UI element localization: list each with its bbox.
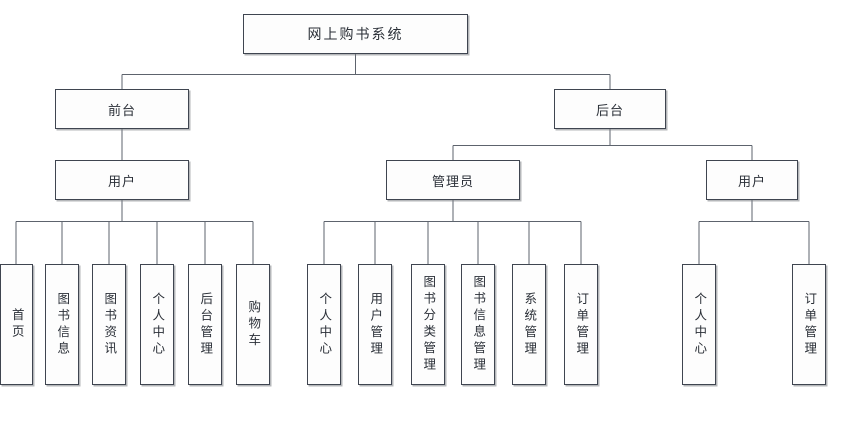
leaf-label: 系统管理: [522, 291, 538, 358]
leaf-label: 订单管理: [802, 291, 818, 358]
leaf-node[interactable]: 购物车: [236, 264, 270, 385]
leaf-node[interactable]: 首页: [0, 264, 33, 385]
node-administrator[interactable]: 管理员: [386, 160, 520, 200]
leaf-label: 个人中心: [150, 291, 166, 358]
leaf-node[interactable]: 图书资讯: [92, 264, 126, 385]
leaf-node[interactable]: 订单管理: [792, 264, 826, 385]
leaf-node[interactable]: 图书分类管理: [411, 264, 445, 385]
leaf-node[interactable]: 个人中心: [140, 264, 174, 385]
leaf-node[interactable]: 订单管理: [564, 264, 598, 385]
node-frontend-user[interactable]: 用户: [55, 160, 189, 200]
leaf-node[interactable]: 系统管理: [512, 264, 546, 385]
leaf-node[interactable]: 用户管理: [358, 264, 392, 385]
leaf-label: 用户管理: [368, 291, 384, 358]
leaf-label: 个人中心: [317, 291, 333, 358]
leaf-label: 购物车: [246, 299, 262, 350]
leaf-label: 个人中心: [692, 291, 708, 358]
leaf-label: 图书信息管理: [471, 275, 487, 374]
leaf-label: 图书信息: [55, 291, 71, 358]
leaf-label: 图书分类管理: [421, 275, 437, 374]
leaf-node[interactable]: 后台管理: [188, 264, 222, 385]
leaf-label: 首页: [9, 308, 25, 341]
leaf-node[interactable]: 个人中心: [307, 264, 341, 385]
node-root[interactable]: 网上购书系统: [243, 14, 468, 54]
node-backend-user[interactable]: 用户: [706, 160, 798, 200]
leaf-label: 图书资讯: [102, 291, 118, 358]
leaf-node[interactable]: 图书信息管理: [461, 264, 495, 385]
leaf-label: 后台管理: [198, 291, 214, 358]
node-backend[interactable]: 后台: [554, 89, 666, 129]
node-frontend[interactable]: 前台: [55, 89, 189, 129]
leaf-label: 订单管理: [574, 291, 590, 358]
leaf-node[interactable]: 个人中心: [682, 264, 716, 385]
leaf-node[interactable]: 图书信息: [45, 264, 79, 385]
